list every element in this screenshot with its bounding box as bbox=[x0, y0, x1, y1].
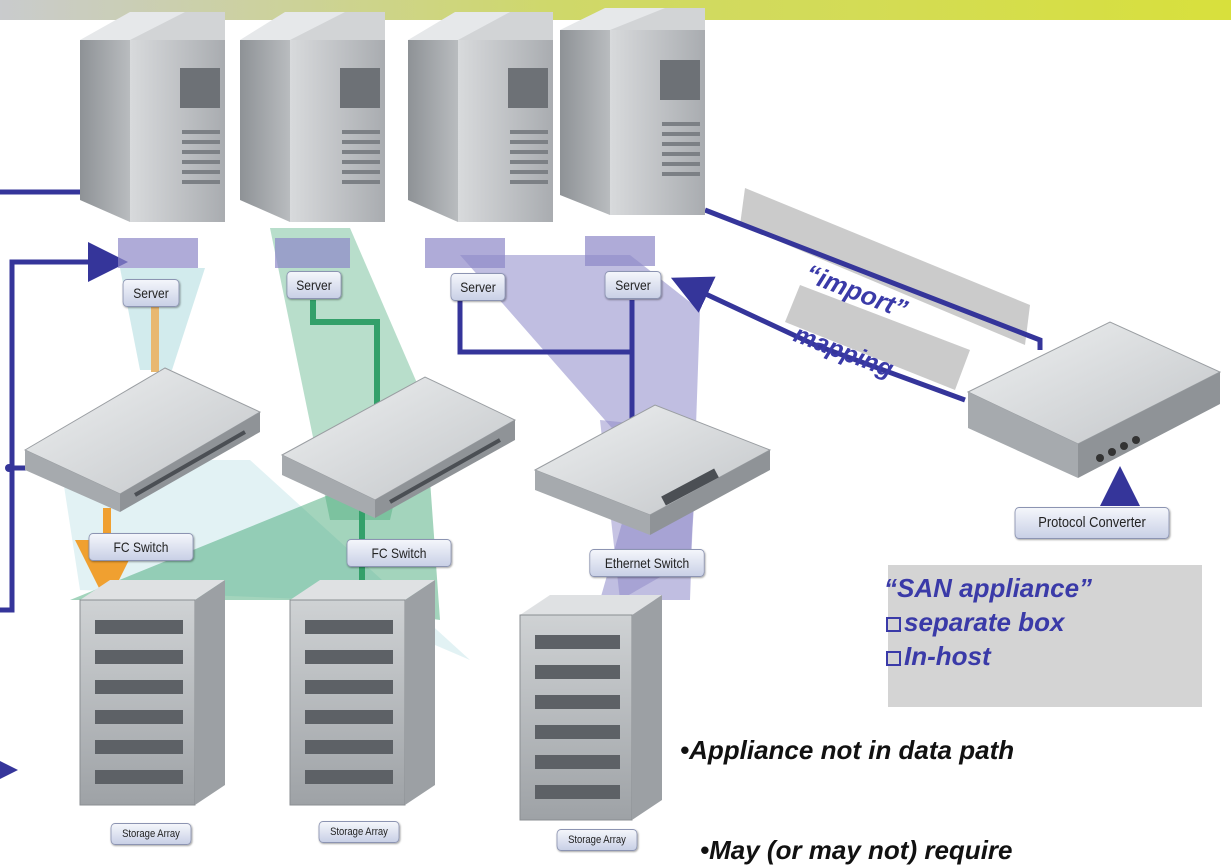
protocol-converter-device bbox=[966, 321, 1222, 478]
ethernet-switch-device bbox=[533, 404, 772, 535]
option-separate-box: separate box bbox=[886, 607, 1064, 638]
bullet-appliance-not-in-data-path: •Appliance not in data path bbox=[680, 735, 1015, 765]
option-in-host: In-host bbox=[886, 641, 991, 672]
storage-label-3: Storage Array bbox=[556, 829, 638, 851]
storage-label-1: Storage Array bbox=[110, 823, 192, 845]
option-separate-box-label: separate box bbox=[904, 607, 1065, 637]
server-tower-4 bbox=[560, 8, 705, 266]
protocol-converter-label: Protocol Converter bbox=[1014, 507, 1170, 539]
san-appliance-box: “SAN appliance” separate box In-host bbox=[884, 565, 1202, 707]
storage-label-2: Storage Array bbox=[318, 821, 400, 843]
server-label-3: Server bbox=[450, 273, 506, 301]
server-tower-2 bbox=[240, 12, 385, 268]
fc-switch-2-device bbox=[280, 376, 517, 518]
bullet-may-require: •May (or may not) require bbox=[700, 835, 1013, 865]
option-in-host-label: In-host bbox=[904, 641, 991, 671]
fc-switch-label-1: FC Switch bbox=[88, 533, 194, 561]
ethernet-switch-label: Ethernet Switch bbox=[589, 549, 705, 577]
fc-switch-label-2: FC Switch bbox=[346, 539, 452, 567]
server-label-1: Server bbox=[122, 279, 180, 307]
fc-switch-1-device bbox=[23, 367, 262, 512]
fc-path-green bbox=[310, 300, 380, 410]
storage-rack-2 bbox=[289, 580, 435, 806]
storage-rack-3 bbox=[519, 595, 662, 821]
checkbox-icon bbox=[886, 617, 901, 632]
server-tower-3 bbox=[408, 12, 553, 268]
server-label-2: Server bbox=[286, 271, 342, 299]
san-appliance-title: “SAN appliance” bbox=[884, 573, 1093, 603]
server-label-4: Server bbox=[604, 271, 662, 299]
server-tower-1 bbox=[80, 12, 225, 268]
mapping-band bbox=[785, 285, 970, 390]
storage-rack-1 bbox=[79, 580, 225, 806]
checkbox-icon bbox=[886, 651, 901, 666]
